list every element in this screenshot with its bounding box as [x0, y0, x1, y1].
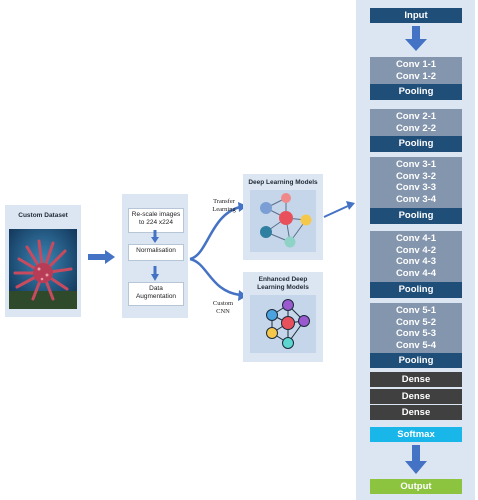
conv-block-2: Conv 2-1 Conv 2-2 — [370, 109, 462, 136]
dl-models-icon — [250, 190, 316, 252]
dataset-title: Custom Dataset — [18, 212, 68, 219]
softmax-block: Softmax — [370, 427, 462, 442]
conv-4-1: Conv 4-1 — [395, 233, 437, 244]
arrow-input-down — [405, 26, 427, 51]
arrow-normalisation-to-augmentation — [151, 266, 159, 281]
arrow-softmax-down — [405, 445, 427, 474]
pooling-5: Pooling — [370, 353, 462, 368]
conv-4-4: Conv 4-4 — [395, 267, 437, 279]
conv-3-3: Conv 3-3 — [395, 182, 437, 193]
conv-2-1: Conv 2-1 — [395, 111, 437, 122]
dense-1: Dense — [370, 372, 462, 387]
enhanced-models-title: Enhanced Deep Learning Models — [257, 276, 309, 291]
output-block: Output — [370, 479, 462, 494]
augmentation-step: Data Augmentation — [128, 282, 184, 306]
pooling-3: Pooling — [370, 208, 462, 224]
pooling-2: Pooling — [370, 136, 462, 152]
conv-3-1: Conv 3-1 — [395, 159, 437, 170]
arrow-dataset-to-preprocess — [88, 250, 115, 264]
pooling-1: Pooling — [370, 84, 462, 100]
conv-2-2: Conv 2-2 — [395, 122, 437, 134]
rescale-step: Re-scale images to 224 x224 — [128, 208, 184, 233]
rescale-label: Re-scale images to 224 x224 — [131, 211, 181, 226]
arrow-rescale-to-normalisation — [151, 230, 159, 243]
arrow-to-architecture — [323, 201, 355, 218]
conv-5-2: Conv 5-2 — [395, 316, 437, 328]
conv-1-1: Conv 1-1 — [395, 59, 437, 70]
augmentation-label: Data Augmentation — [135, 285, 177, 300]
branch-arrows — [189, 202, 247, 301]
conv-4-3: Conv 4-3 — [395, 256, 437, 267]
conv-5-4: Conv 5-4 — [395, 339, 437, 351]
conv-5-3: Conv 5-3 — [395, 328, 437, 339]
input-block: Input — [370, 8, 462, 23]
pooling-4: Pooling — [370, 282, 462, 298]
conv-block-3: Conv 3-1 Conv 3-2 Conv 3-3 Conv 3-4 — [370, 157, 462, 208]
enhanced-models-icon — [250, 295, 316, 353]
custom-cnn-label: Custom CNN — [212, 300, 234, 315]
conv-3-4: Conv 3-4 — [395, 193, 437, 205]
conv-block-4: Conv 4-1 Conv 4-2 Conv 4-3 Conv 4-4 — [370, 231, 462, 282]
conv-3-2: Conv 3-2 — [395, 170, 437, 182]
dl-models-title: Deep Learning Models — [248, 179, 318, 186]
dense-2: Dense — [370, 389, 462, 404]
dense-3: Dense — [370, 405, 462, 420]
conv-1-2: Conv 1-2 — [395, 70, 437, 82]
transfer-learning-label: Transfer Learning — [212, 198, 236, 213]
normalisation-step: Normalisation — [128, 244, 184, 261]
conv-4-2: Conv 4-2 — [395, 244, 437, 256]
conv-block-5: Conv 5-1 Conv 5-2 Conv 5-3 Conv 5-4 — [370, 303, 462, 353]
conv-block-1: Conv 1-1 Conv 1-2 — [370, 57, 462, 84]
conv-5-1: Conv 5-1 — [395, 305, 437, 316]
normalisation-label: Normalisation — [136, 247, 176, 254]
dataset-image — [9, 229, 77, 309]
